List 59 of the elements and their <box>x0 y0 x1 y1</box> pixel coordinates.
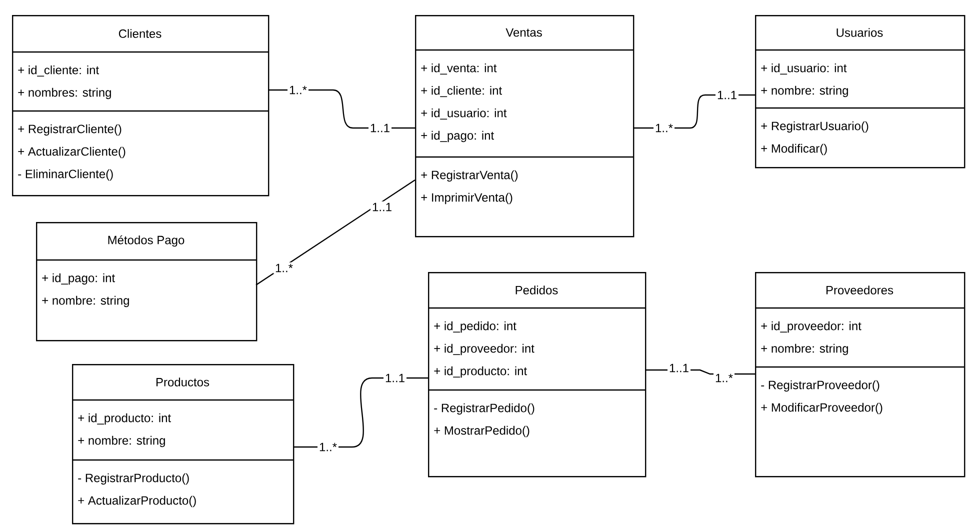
attribute-text: + id_pedido: int <box>434 321 516 333</box>
class-name: Usuarios <box>836 28 883 37</box>
method-text: + MostrarPedido() <box>434 426 530 438</box>
method-text: + RegistrarVenta() <box>421 170 518 182</box>
association-line <box>633 94 755 129</box>
method-text: + ModificarProveedor() <box>761 402 882 414</box>
attribute-text: + nombres: string <box>18 88 111 100</box>
multiplicity-label: 1..1 <box>668 362 691 374</box>
multiplicity-label: 1..* <box>274 262 294 274</box>
attribute-text: + id_cliente: int <box>18 65 99 77</box>
method-text: + ImprimirVenta() <box>421 192 512 204</box>
attribute-text: + nombre: string <box>78 436 165 448</box>
attribute-text: + id_usuario: int <box>421 108 507 120</box>
class-name: Clientes <box>118 29 162 38</box>
attribute-text: + id_pago: int <box>421 130 494 142</box>
class-name: Proveedores <box>826 286 894 294</box>
class-name: Pedidos <box>516 286 558 294</box>
class-name: Ventas <box>506 28 542 37</box>
multiplicity-label: 1..* <box>714 372 735 384</box>
attribute-text: + nombre: string <box>761 344 848 356</box>
method-text: + RegistrarCliente() <box>18 124 122 136</box>
method-text: + ActualizarProducto() <box>78 496 196 508</box>
attribute-text: + id_pago: int <box>42 273 115 285</box>
method-text: - RegistrarPedido() <box>434 403 534 415</box>
class-box <box>428 272 646 478</box>
attribute-text: + nombre: string <box>42 296 129 308</box>
class-name: Métodos Pago <box>108 235 184 247</box>
multiplicity-label: 1..1 <box>368 122 392 134</box>
multiplicity-label: 1..* <box>288 84 308 96</box>
attribute-text: + id_producto: int <box>78 413 171 425</box>
attribute-text: + id_proveedor: int <box>434 344 534 356</box>
method-text: + Modificar() <box>761 144 827 156</box>
association-line <box>293 377 428 448</box>
multiplicity-label: 1..* <box>654 122 675 134</box>
attribute-text: + nombre: string <box>761 86 848 98</box>
association-line <box>256 180 416 286</box>
class-box <box>415 15 634 238</box>
class-box <box>36 222 258 342</box>
multiplicity-label: 1..1 <box>716 89 739 101</box>
method-text: - RegistrarProducto() <box>78 473 189 485</box>
multiplicity-label: 1..* <box>318 441 338 453</box>
method-text: + ActualizarCliente() <box>18 146 126 158</box>
association-line <box>645 369 755 375</box>
method-text: + RegistrarUsuario() <box>761 121 868 133</box>
attribute-text: + id_usuario: int <box>761 63 847 75</box>
class-box <box>72 364 294 524</box>
method-text: - EliminarCliente() <box>18 169 113 181</box>
multiplicity-label: 1..1 <box>370 201 394 213</box>
multiplicity-label: 1..1 <box>384 372 407 384</box>
method-text: - RegistrarProveedor() <box>761 380 880 392</box>
attribute-text: + id_venta: int <box>421 63 497 75</box>
attribute-text: + id_proveedor: int <box>761 321 862 333</box>
attribute-text: + id_producto: int <box>434 366 527 378</box>
class-box <box>12 15 270 196</box>
class-box <box>755 272 966 478</box>
attribute-text: + id_cliente: int <box>421 86 502 98</box>
class-box <box>755 15 966 168</box>
association-line <box>268 89 415 129</box>
class-name: Productos <box>156 378 210 386</box>
